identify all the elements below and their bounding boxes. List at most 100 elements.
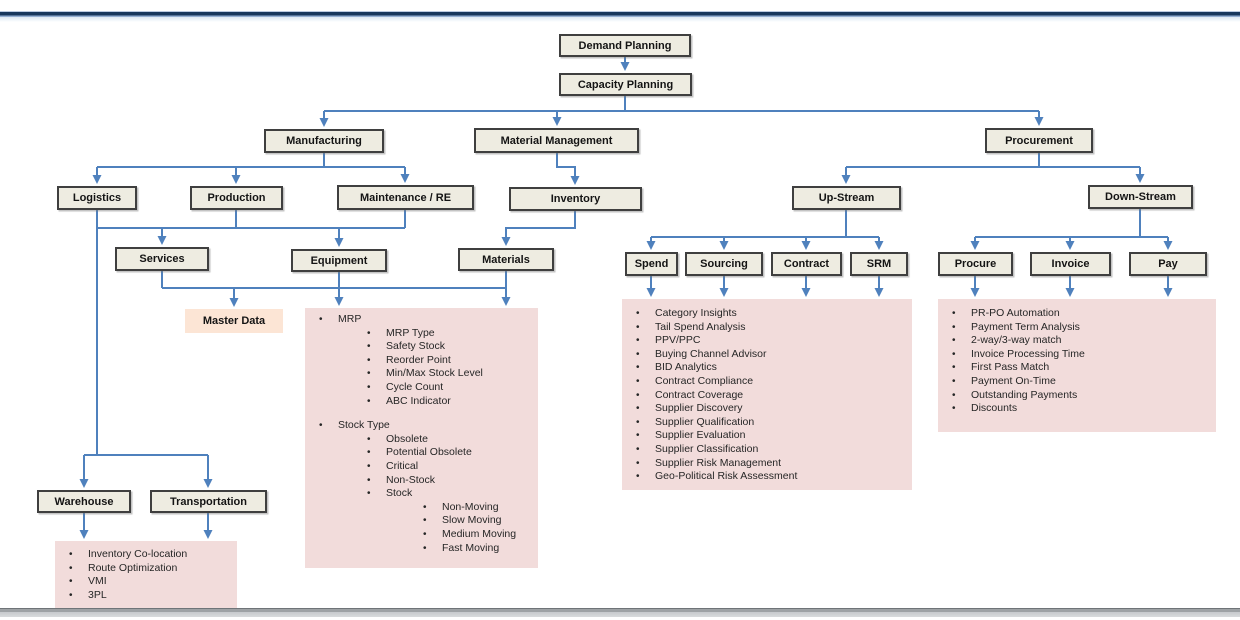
list-item: • Tail Spend Analysis [622, 321, 912, 335]
list-item: •ABC Indicator [305, 395, 538, 409]
node-procure: Procure [938, 252, 1013, 276]
list-item: • Reorder Point [305, 354, 538, 368]
panel-downstream-detail: •PR-PO Automation•Payment Term Analysis•… [938, 299, 1216, 432]
list-item: •Supplier Classification [622, 443, 912, 457]
bullet-icon: • [423, 515, 427, 527]
list-item: • Geo-Political Risk Assessment [622, 470, 912, 484]
bullet-icon: • [367, 460, 371, 472]
node-inventory: Inventory [509, 187, 642, 211]
list-item: •Cycle Count [305, 381, 538, 395]
list-item-label: Supplier Evaluation [655, 429, 746, 442]
list-item-label: MRP Type [386, 326, 435, 339]
slide-bottom-border [0, 608, 1240, 617]
list-item: • Min/Max Stock Level [305, 367, 538, 381]
list-item: • Inventory Co-location [55, 548, 237, 562]
bullet-icon: • [636, 457, 640, 469]
bullet-icon: • [319, 420, 323, 432]
bullet-icon: • [636, 321, 640, 333]
list-item: • Fast Moving [305, 542, 538, 556]
list-item: • PR-PO Automation [938, 307, 1216, 321]
list-item: • Supplier Risk Management [622, 457, 912, 471]
list-item: •Buying Channel Advisor [622, 348, 912, 362]
list-item-label: Fast Moving [442, 541, 500, 554]
list-item-label: Route Optimization [88, 561, 178, 574]
bullet-icon: • [952, 308, 956, 319]
node-demand-planning: Demand Planning [559, 34, 691, 57]
list-item-label: Supplier Risk Management [655, 456, 782, 469]
bullet-icon: • [367, 395, 371, 407]
list-item-label: Invoice Processing Time [971, 347, 1085, 360]
bullet-icon: • [367, 341, 371, 353]
bullet-icon: • [423, 542, 427, 554]
list-item-label: Payment Term Analysis [971, 320, 1080, 333]
bullet-icon: • [367, 368, 371, 380]
list-item-label: PR-PO Automation [971, 307, 1060, 319]
list-item-label: Discounts [971, 402, 1018, 415]
bullet-icon: • [69, 589, 73, 601]
list-item: •VMI [55, 575, 237, 589]
node-up-stream: Up-Stream [792, 186, 901, 210]
list-item-label: Inventory Co-location [88, 548, 188, 560]
list-item-label: Payment On-Time [971, 374, 1056, 387]
list-item: • Discounts [938, 402, 1216, 416]
list-item: •Outstanding Payments [938, 389, 1216, 403]
list-item-label: Supplier Discovery [655, 402, 743, 415]
list-item: •Contract Compliance [622, 375, 912, 389]
list-item: •Contract Coverage [622, 389, 912, 403]
list-item: • PPV/PPC [622, 334, 912, 348]
node-invoice: Invoice [1030, 252, 1111, 276]
bullet-icon: • [952, 403, 956, 415]
list-item: •Supplier Qualification [622, 416, 912, 430]
list-item-label: Geo-Political Risk Assessment [655, 470, 798, 483]
list-item-label: Critical [386, 459, 419, 472]
list-item-label: Outstanding Payments [971, 388, 1078, 401]
bullet-icon: • [636, 471, 640, 483]
list-item-label: BID Analytics [655, 361, 717, 374]
list-item-label: MRP [338, 313, 362, 325]
list-item: • Route Optimization [55, 562, 237, 576]
list-item: •Supplier Evaluation [622, 429, 912, 443]
list-item-label: Contract Compliance [655, 374, 754, 387]
node-srm: SRM [850, 252, 908, 276]
list-item-label: Stock [386, 487, 413, 500]
bullet-icon: • [69, 562, 73, 574]
bullet-icon: • [636, 335, 640, 347]
node-manufacturing: Manufacturing [264, 129, 384, 153]
node-capacity-planning: Capacity Planning [559, 73, 692, 96]
list-item-label: Reorder Point [386, 353, 451, 366]
bullet-icon: • [423, 528, 427, 540]
list-item-label: 2-way/3-way match [971, 334, 1062, 347]
list-item: • Stock Type [305, 419, 538, 433]
list-item: •Payment Term Analysis [938, 321, 1216, 335]
list-item: •Medium Moving [305, 528, 538, 542]
list-item-label: Obsolete [386, 432, 429, 445]
bullet-icon: • [319, 314, 323, 325]
bullet-icon: • [636, 416, 640, 428]
list-item-label: Tail Spend Analysis [655, 320, 746, 333]
bullet-icon: • [367, 354, 371, 366]
node-master-data: Master Data [185, 309, 283, 333]
list-item-label: Min/Max Stock Level [386, 367, 483, 380]
list-item-label: Supplier Classification [655, 442, 759, 455]
panel-logistics-detail: • Inventory Co-location • Route Optimizatio… [55, 541, 237, 608]
bullet-icon: • [952, 348, 956, 360]
bullet-icon: • [423, 501, 427, 513]
list-item: • Critical [305, 460, 538, 474]
bullet-icon: • [952, 362, 956, 374]
list-item-label: Slow Moving [442, 514, 502, 527]
bullet-icon: • [367, 433, 371, 445]
bullet-icon: • [636, 362, 640, 374]
list-item-label: PPV/PPC [655, 334, 701, 347]
bullet-icon: • [69, 549, 73, 560]
bullet-icon: • [952, 375, 956, 387]
list-item: • MRP [305, 313, 538, 327]
node-pay: Pay [1129, 252, 1207, 276]
node-equipment: Equipment [291, 249, 387, 272]
list-item: • Payment On-Time [938, 375, 1216, 389]
list-item-label: VMI [88, 575, 107, 588]
list-item: •Non-Stock [305, 474, 538, 488]
list-item-label: Stock Type [338, 419, 390, 432]
bullet-icon: • [636, 403, 640, 415]
bullet-icon: • [952, 335, 956, 347]
